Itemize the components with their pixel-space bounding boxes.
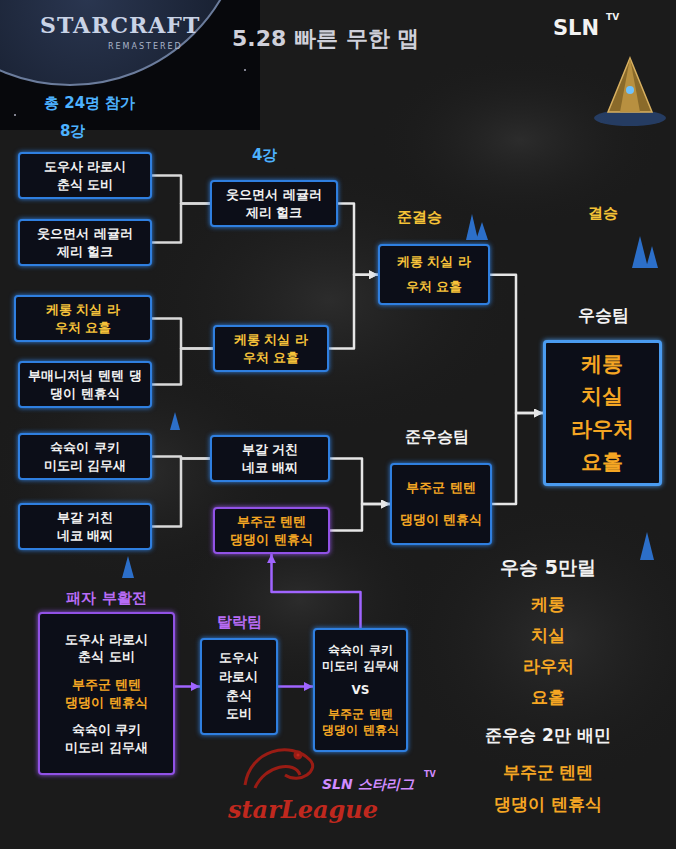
crystal bbox=[646, 246, 658, 268]
team-names: 웃으면서 레귤러 제리 헐크 bbox=[219, 186, 328, 221]
team-box: 웃으면서 레귤러 제리 헐크 bbox=[210, 180, 338, 227]
team-box: 케롱 치실 라우처 요홀 bbox=[378, 244, 490, 305]
label-text: 준우승 2만 배민 bbox=[485, 725, 611, 745]
label-text: SLN bbox=[553, 16, 599, 41]
team-names: 부주군 텐텐 댕댕이 텐휴식 bbox=[65, 676, 148, 711]
team-box: 슉슉이 쿠키 미도리 김무새 bbox=[18, 433, 152, 480]
team-names: 부주군 텐텐 댕댕이 텐휴식 bbox=[322, 706, 399, 738]
label-text: TV bbox=[424, 770, 436, 780]
label-text: 치실 bbox=[531, 625, 565, 645]
team-names: 부갈 거친 네코 배찌 bbox=[50, 509, 120, 544]
team-names: 슉슉이 쿠키 미도리 김무새 bbox=[43, 439, 126, 474]
bracket-connector bbox=[330, 459, 390, 505]
team-names: 부주군 텐텐 댕댕이 텐휴식 bbox=[230, 513, 313, 548]
bracket-connector bbox=[338, 204, 378, 275]
rock-texture bbox=[370, 50, 670, 230]
bracket-connector bbox=[152, 349, 213, 385]
team-box: 패자 부활전도우사 라로시 춘식 도비부주군 텐텐 댕댕이 텐휴식슉슉이 쿠키 … bbox=[38, 612, 175, 775]
crystal bbox=[640, 532, 654, 560]
label-text: 준결승 bbox=[397, 208, 442, 226]
bracket-connector bbox=[175, 685, 200, 688]
label-text: REMASTERED bbox=[108, 42, 183, 52]
label-text: 우승 5만릴 bbox=[500, 556, 596, 579]
label-text: 라우처 bbox=[523, 656, 574, 676]
bracket-connector bbox=[152, 176, 210, 204]
label-text: STARCRAFT bbox=[40, 12, 200, 38]
bracket-connector bbox=[330, 504, 390, 531]
team-names: 도우사 라로시 춘식 도비 bbox=[58, 631, 154, 666]
label-text: starLeague bbox=[228, 796, 378, 825]
team-box: 웃으면서 레귤러 제리 헐크 bbox=[18, 219, 152, 266]
star bbox=[244, 69, 246, 71]
team-names: VS bbox=[352, 682, 370, 698]
label-text: 케롱 bbox=[531, 594, 565, 614]
building-gem bbox=[626, 86, 634, 94]
building-face bbox=[620, 58, 640, 112]
team-box: 도우사 라로시 춘식 도비 bbox=[18, 152, 152, 199]
box-heading: 탈락팀 bbox=[217, 612, 262, 634]
team-box: 슉슉이 쿠키 미도리 김무새 VS 부주군 텐텐 댕댕이 텐휴식 bbox=[313, 628, 408, 752]
dragon-eye bbox=[295, 752, 301, 758]
team-box: 부매니저님 텐텐 댕댕이 텐휴식 bbox=[18, 361, 152, 408]
team-box: 케롱 치실 라우처 요홀 bbox=[14, 295, 152, 342]
team-box: 부주군 텐텐 댕댕이 텐휴식 bbox=[390, 463, 492, 545]
team-box: 부갈 거친 네코 배찌 bbox=[18, 503, 152, 550]
team-box: 부주군 텐텐 댕댕이 텐휴식 bbox=[213, 507, 330, 554]
label-text: 결승 bbox=[588, 204, 618, 222]
label-text: 댕댕이 텐휴식 bbox=[494, 794, 602, 814]
label-text: 요홀 bbox=[531, 687, 565, 707]
bracket-connector bbox=[329, 275, 378, 349]
dragon-curve bbox=[255, 766, 300, 788]
planet bbox=[0, 0, 245, 85]
crystal bbox=[632, 236, 648, 268]
bracket-connector bbox=[490, 275, 543, 413]
team-box: 케롱 치실 라우처 요홀 bbox=[213, 325, 329, 372]
bracket-connector bbox=[152, 204, 210, 243]
label-text: 4강 bbox=[252, 146, 277, 164]
crystal bbox=[466, 214, 478, 240]
label-text: 8강 bbox=[60, 122, 85, 140]
label-text: SLN 스타리그 bbox=[322, 776, 414, 793]
team-names: 웃으면서 레귤러 제리 헐크 bbox=[30, 225, 139, 260]
team-box: 탈락팀도우사 라로시 춘식 도비 bbox=[200, 638, 278, 735]
label-text: 우승팀 bbox=[578, 305, 629, 325]
star bbox=[14, 114, 16, 116]
team-box: 부갈 거친 네코 배찌 bbox=[210, 435, 330, 482]
team-names: 케롱 치실 라우처 요홀 bbox=[395, 250, 473, 299]
team-names: 슉슉이 쿠키 미도리 김무새 bbox=[322, 642, 399, 674]
bracket-connector bbox=[272, 554, 361, 628]
protoss-building bbox=[594, 58, 666, 126]
team-names: 도우사 라로시 춘식 도비 bbox=[218, 649, 261, 724]
team-names: 도우사 라로시 춘식 도비 bbox=[37, 158, 133, 193]
box-heading: 패자 부활전 bbox=[66, 588, 146, 608]
crystal bbox=[170, 412, 180, 430]
label-text: 준우승팀 bbox=[405, 427, 469, 446]
team-names: 케롱 치실 라우처 요홀 bbox=[44, 301, 122, 336]
team-names: 슉슉이 쿠키 미도리 김무새 bbox=[65, 721, 148, 756]
label-text: TV bbox=[606, 12, 619, 23]
bracket-connector bbox=[278, 685, 313, 688]
bracket-connector bbox=[152, 459, 210, 527]
crystal bbox=[122, 556, 134, 578]
team-names: 케롱 치실 라우처 요홀 bbox=[568, 348, 637, 478]
team-names: 부매니저님 텐텐 댕댕이 텐휴식 bbox=[28, 367, 142, 402]
label-text: 부주군 텐텐 bbox=[503, 762, 594, 782]
team-box: 케롱 치실 라우처 요홀 bbox=[543, 340, 662, 486]
page-title: 5.28 빠른 무한 맵 bbox=[232, 26, 419, 52]
bracket-connector bbox=[492, 413, 543, 504]
team-names: 케롱 치실 라우처 요홀 bbox=[232, 331, 310, 366]
label-text: 총 24명 참가 bbox=[44, 94, 135, 112]
dragon-emblem bbox=[245, 750, 313, 788]
building-pyramid bbox=[608, 58, 652, 112]
bracket-connector bbox=[152, 319, 213, 349]
team-names: 부갈 거친 네코 배찌 bbox=[235, 441, 305, 476]
team-names: 부주군 텐텐 댕댕이 텐휴식 bbox=[399, 472, 482, 537]
crystal bbox=[476, 222, 488, 240]
